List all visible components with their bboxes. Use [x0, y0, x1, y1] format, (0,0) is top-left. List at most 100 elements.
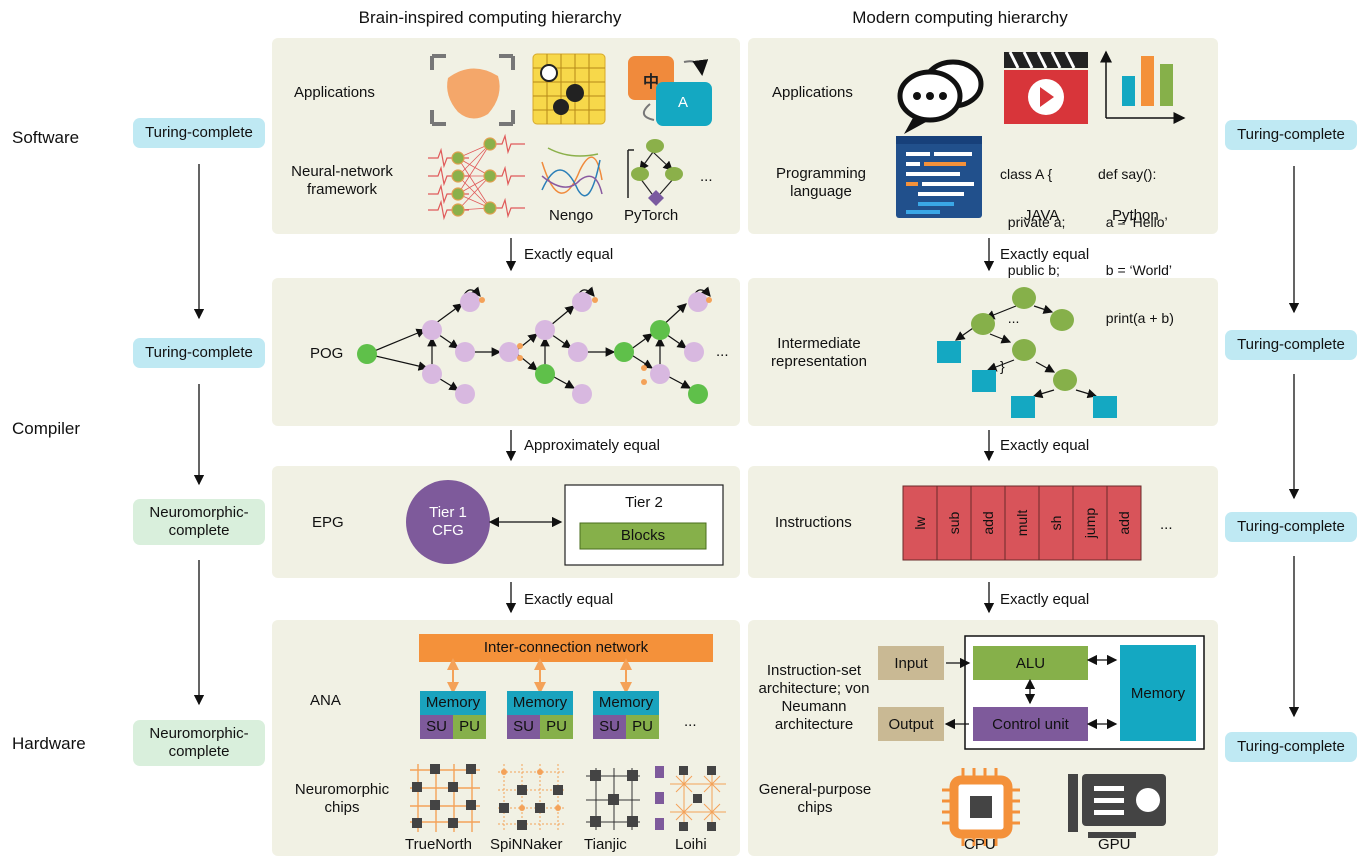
compiler-layer-label: Compiler [12, 419, 81, 438]
right-tag-2: Turing-complete [1225, 330, 1357, 360]
face-recognition-icon [430, 54, 515, 126]
tianjic-chip-icon [586, 768, 640, 830]
su-3-label: SU [599, 718, 620, 735]
code-editor-icon [896, 136, 982, 218]
memory-2-label: Memory [512, 694, 568, 711]
neuromorphic-chips-label: Neuromorphic chips [294, 781, 390, 816]
pu-2-label: PU [546, 718, 567, 735]
gp-chips-label: General-purpose chips [758, 781, 872, 816]
truenorth-chip-icon [410, 764, 480, 832]
right-tag-1: Turing-complete [1225, 120, 1357, 150]
instr-jump: jump [1082, 507, 1098, 539]
right-tag-4: Turing-complete [1225, 732, 1357, 762]
modern-ir-panel [748, 278, 1218, 426]
python-line-4: print(a + b) [1098, 310, 1174, 326]
cpu-label: CPU [964, 836, 996, 853]
icn-label: Inter-connection network [483, 639, 649, 656]
software-layer-label: Software [12, 128, 80, 147]
modern-software-panel [748, 38, 1218, 234]
left-tag-2: Turing-complete [133, 338, 265, 368]
modern-eq3-label: Exactly equal [1000, 591, 1090, 608]
ir-label: Intermediate representation [771, 335, 867, 370]
pog-ellipsis: ... [716, 343, 729, 360]
left-tag-3-text: Neuromorphic-complete [149, 504, 249, 539]
translation-icon [628, 56, 712, 126]
translation-a-letter: A [678, 94, 689, 111]
java-line-3: public b; [1000, 262, 1060, 278]
left-tag-4: Neuromorphic-complete [133, 720, 265, 766]
java-code: class A { private a; public b; ... } [1000, 134, 1065, 390]
cpu-icon [942, 768, 1020, 846]
instr-add-2: add [1116, 511, 1132, 535]
video-icon [1004, 51, 1088, 124]
von-neumann-graphic [878, 635, 1205, 750]
bar-chart-icon [1100, 50, 1186, 124]
epg-graphic [406, 480, 724, 566]
java-line-1: class A { [1000, 166, 1053, 182]
tier1-label: Tier 1 CFG [414, 504, 482, 540]
instr-add-1: add [980, 511, 996, 535]
gpu-label: GPU [1098, 836, 1131, 853]
instr-mult: mult [1014, 509, 1030, 537]
truenorth-label: TrueNorth [405, 836, 472, 853]
tier1-cfg: CFG [432, 522, 464, 539]
nengo-label: Nengo [549, 207, 594, 224]
memory-1-label: Memory [425, 694, 481, 711]
control-unit-label: Control unit [992, 716, 1069, 733]
java-label: JAVA [1024, 207, 1060, 224]
ana-graphic [419, 634, 713, 739]
epg-label: EPG [312, 514, 344, 531]
instr-lw: lw [912, 516, 928, 530]
neural-network-icon [428, 133, 525, 221]
brain-applications-label: Applications [294, 84, 375, 101]
instructions-strip [902, 485, 1142, 561]
brain-eq2-label: Approximately equal [524, 437, 660, 454]
spinnaker-label: SpiNNaker [490, 836, 563, 853]
pytorch-icon [627, 139, 683, 206]
instr-sub: sub [946, 511, 962, 535]
brain-eq1-label: Exactly equal [524, 246, 614, 263]
between-arrows [505, 238, 995, 614]
left-tag-3: Neuromorphic-complete [133, 499, 265, 545]
su-2-label: SU [513, 718, 534, 735]
isa-label: Instruction-set architecture; von Neuman… [758, 662, 870, 733]
prog-lang-label: Programming language [775, 165, 867, 200]
instructions-label: Instructions [775, 514, 852, 531]
tianjic-label: Tianjic [584, 836, 627, 853]
python-line-2: a = ‘Hello’ [1098, 214, 1168, 230]
pog-label: POG [310, 345, 344, 362]
modern-applications-label: Applications [772, 84, 853, 101]
python-label: Python [1112, 207, 1159, 224]
ana-ellipsis: ... [684, 713, 697, 730]
pytorch-label: PyTorch [624, 207, 679, 224]
python-line-1: def say(): [1098, 166, 1157, 182]
input-label: Input [894, 655, 928, 672]
modern-hierarchy-title: Modern computing hierarchy [852, 8, 1068, 27]
tier2-label: Tier 2 [625, 494, 663, 511]
pu-3-label: PU [632, 718, 653, 735]
loihi-label: Loihi [675, 836, 707, 853]
python-line-3: b = ‘World’ [1098, 262, 1173, 278]
instr-sh: sh [1048, 515, 1064, 531]
python-code: def say(): a = ‘Hello’ b = ‘World’ print… [1098, 134, 1174, 342]
vn-memory-label: Memory [1130, 685, 1186, 702]
hardware-layer-label: Hardware [12, 734, 86, 753]
instr-ellipsis: ... [1160, 516, 1173, 533]
go-board-icon [532, 53, 606, 125]
java-line-5: } [1000, 358, 1005, 374]
nengo-icon [541, 147, 603, 197]
tier1-title: Tier 1 [429, 504, 467, 521]
modern-eq1-label: Exactly equal [1000, 246, 1090, 263]
java-line-2: private a; [1000, 214, 1066, 230]
output-label: Output [888, 716, 934, 733]
nn-ellipsis: ... [700, 168, 713, 185]
ana-label: ANA [310, 692, 341, 709]
nn-framework-label: Neural-network framework [291, 163, 393, 198]
translation-zh-glyph: 中 [643, 74, 660, 91]
su-1-label: SU [426, 718, 447, 735]
memory-3-label: Memory [598, 694, 654, 711]
blocks-label: Blocks [620, 527, 666, 544]
ir-nodes [937, 287, 1117, 418]
loihi-chip-icon [655, 766, 726, 831]
